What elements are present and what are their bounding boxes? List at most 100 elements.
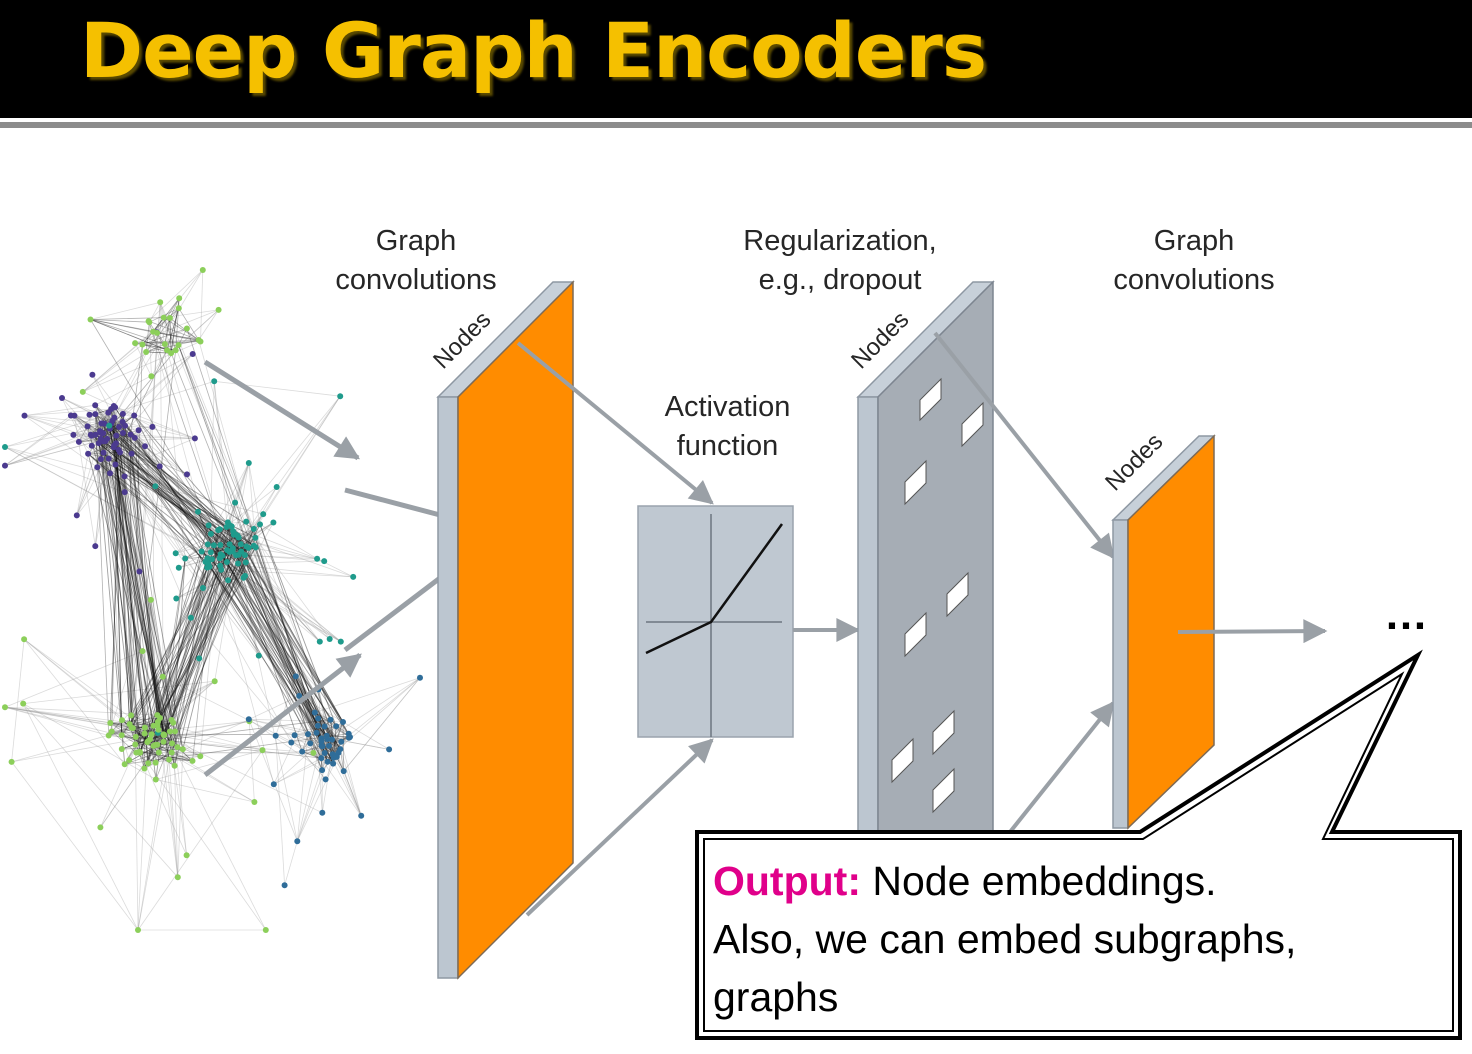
graph-edge (101, 423, 221, 555)
graph-edge (169, 317, 172, 354)
graph-edge (131, 453, 159, 722)
graph-edge (276, 395, 341, 488)
graph-edge (87, 445, 115, 455)
graph-edge (307, 733, 334, 764)
graph-edge (98, 442, 240, 556)
graph-node (211, 378, 218, 385)
graph-node (327, 716, 334, 723)
regularization-line2: e.g., dropout (758, 264, 922, 296)
graph-edge (301, 733, 309, 752)
graph-edge (207, 544, 228, 563)
graph-edge (217, 529, 242, 552)
slide-title: Deep Graph Encoders (80, 6, 987, 95)
graph-node (109, 417, 116, 424)
graph-node (79, 388, 86, 395)
graph-edge (146, 339, 199, 353)
graph-edge (61, 397, 89, 454)
graph-edge (122, 413, 165, 735)
graph-edge (139, 558, 208, 752)
graph-edge (149, 731, 171, 740)
graph-edge (238, 537, 325, 562)
graph-node (259, 747, 266, 754)
graph-node (94, 464, 101, 471)
graph-edge (114, 464, 123, 736)
graph-edge (103, 452, 206, 563)
graph-node (141, 724, 148, 731)
graph-edge (321, 677, 421, 759)
graph-node (21, 636, 28, 643)
graph-edge (158, 558, 186, 730)
graph-node (242, 559, 249, 566)
graph-node (132, 340, 139, 347)
graph-edge (314, 712, 317, 733)
graph-edge (122, 421, 221, 555)
graph-edge (114, 464, 164, 742)
graph-node (119, 717, 125, 724)
graph-edge (4, 423, 112, 466)
graph-edge (95, 353, 193, 406)
graph-edge (139, 751, 193, 762)
graph-conv-2-label: Graph convolutions (1094, 222, 1294, 300)
graph-node (145, 738, 151, 745)
graph-edge (144, 525, 210, 734)
graph-edge (142, 341, 201, 345)
graph-edge (130, 554, 221, 716)
graph-edge (137, 743, 173, 931)
graph-edge (82, 391, 135, 416)
graph-node (250, 525, 257, 532)
graph-edge (157, 565, 221, 722)
graph-node (139, 341, 146, 348)
graph-node (333, 723, 340, 730)
graph-edge (219, 558, 322, 759)
graph-node (2, 462, 8, 469)
graph-edge (211, 558, 328, 740)
graph-edge (144, 695, 300, 769)
graph-edge (137, 742, 148, 931)
graph-edge (197, 511, 221, 566)
graph-edge (134, 342, 152, 377)
graph-edge (148, 269, 204, 322)
graph-edge (162, 676, 314, 754)
graph-edge (150, 599, 164, 735)
graph-edge (134, 544, 209, 745)
graph-conv-2-line1: Graph (1153, 225, 1235, 257)
graph-node (97, 456, 104, 463)
graph-node (191, 435, 198, 442)
graph-edge (220, 569, 323, 747)
graph-node (211, 678, 218, 685)
graph-edge (220, 553, 246, 577)
graph-edge (219, 543, 242, 567)
graph-edge (294, 734, 323, 747)
graph-node (73, 512, 80, 519)
graph-node (84, 423, 91, 430)
graph-edge (88, 453, 109, 459)
graph-edge (296, 734, 309, 842)
graph-edge (159, 302, 179, 346)
graph-edge (198, 309, 219, 341)
graph-node (136, 568, 143, 575)
graph-edge (113, 405, 221, 559)
graph-node (128, 450, 135, 457)
graph-edge (159, 547, 257, 719)
graph-edge (205, 395, 341, 563)
graph-edge (110, 408, 164, 742)
graph-edge (90, 319, 166, 345)
graph-edge (104, 423, 215, 546)
graph-edge (253, 395, 341, 530)
graph-edge (73, 434, 102, 460)
graph-edge (114, 464, 178, 748)
graph-edge (245, 521, 311, 744)
graph-edge (92, 374, 132, 454)
graph-edge (144, 752, 160, 769)
graph-node (330, 760, 337, 767)
graph-edge (87, 453, 165, 736)
graph-node (112, 404, 119, 411)
graph-edge (132, 727, 149, 742)
graph-edge (94, 414, 173, 753)
graph-node (155, 726, 162, 733)
graph-node (314, 722, 321, 729)
graph-edge (102, 433, 137, 737)
graph-node (187, 614, 194, 621)
graph-edge (130, 434, 159, 722)
graph-node (207, 530, 214, 537)
